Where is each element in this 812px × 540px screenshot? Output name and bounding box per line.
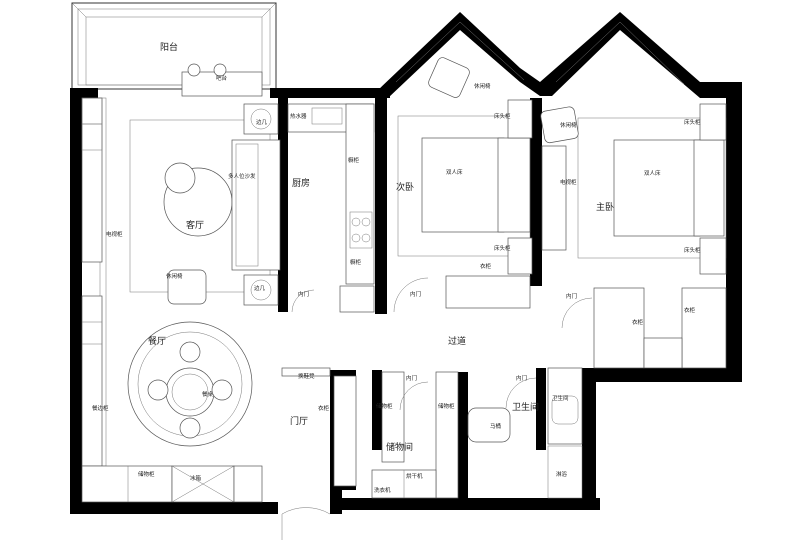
kitchen bbox=[287, 103, 375, 313]
label-nightstand-ma: 床头柜 bbox=[684, 118, 701, 126]
sideboard bbox=[81, 295, 103, 467]
label-washer: 洗衣机 bbox=[374, 486, 391, 494]
label-dining: 餐厅 bbox=[148, 335, 166, 347]
master-bedroom bbox=[540, 103, 727, 369]
label-foyer: 门厅 bbox=[290, 415, 308, 427]
label-kitchen: 厨房 bbox=[292, 177, 310, 189]
dining-area bbox=[127, 321, 253, 447]
label-double-bed-2: 双人床 bbox=[446, 168, 463, 176]
label-toilet: 马桶 bbox=[490, 422, 502, 430]
sofa bbox=[231, 139, 281, 271]
storage-cabinet bbox=[81, 465, 173, 503]
label-master: 主卧 bbox=[596, 201, 614, 213]
label-storage-right: 储物柜 bbox=[438, 402, 455, 410]
label-wardrobe-m2: 衣柜 bbox=[684, 306, 696, 314]
label-side-table-bottom: 边几 bbox=[254, 284, 266, 292]
label-door-bathroom: 内门 bbox=[516, 374, 527, 382]
label-double-bed-master: 双人床 bbox=[644, 169, 661, 177]
label-door-bedroom2: 内门 bbox=[410, 290, 421, 298]
foyer-area bbox=[281, 367, 459, 540]
bathroom bbox=[467, 367, 583, 499]
bay-windows bbox=[378, 12, 742, 98]
label-nightstand-2a: 床头柜 bbox=[494, 112, 511, 120]
label-bedroom2: 次卧 bbox=[396, 181, 414, 193]
lounge-chair bbox=[167, 269, 207, 305]
label-sofa: 多人位沙发 bbox=[228, 172, 256, 180]
label-shoe-bench: 换鞋凳 bbox=[298, 372, 315, 380]
label-nightstand-2b: 床头柜 bbox=[494, 244, 511, 252]
tv-cabinet bbox=[81, 97, 103, 263]
label-dining-table: 餐桌 bbox=[202, 390, 214, 398]
bar-counter bbox=[181, 63, 263, 97]
label-door-kitchen: 内门 bbox=[298, 290, 309, 298]
label-wardrobe-m1: 衣柜 bbox=[632, 318, 644, 326]
label-bar-counter: 吧台 bbox=[216, 74, 228, 82]
label-water-heater: 热水器 bbox=[290, 112, 307, 120]
label-tv-cabinet-m: 电视柜 bbox=[560, 178, 577, 186]
walls bbox=[70, 82, 742, 514]
label-corridor: 过道 bbox=[448, 335, 466, 347]
label-coat-cabinet: 衣柜 bbox=[318, 404, 330, 412]
label-armchair-2: 休闲椅 bbox=[474, 82, 491, 90]
balcony-area bbox=[71, 2, 277, 90]
side-table-top bbox=[243, 103, 279, 135]
label-living: 客厅 bbox=[186, 219, 204, 231]
label-fridge: 冰箱 bbox=[190, 474, 202, 482]
label-storage: 储物间 bbox=[386, 441, 413, 453]
label-wardrobe-2: 衣柜 bbox=[480, 262, 492, 270]
label-dryer: 烘干机 bbox=[406, 472, 423, 480]
bedroom2 bbox=[393, 57, 533, 313]
label-door-storage: 内门 bbox=[406, 374, 417, 382]
label-nightstand-mb: 床头柜 bbox=[684, 246, 701, 254]
label-tv-cabinet: 电视柜 bbox=[106, 230, 123, 238]
label-lounge-chair: 休闲椅 bbox=[166, 272, 183, 280]
label-basin: 卫生间 bbox=[552, 394, 569, 402]
label-shower: 淋浴 bbox=[556, 470, 568, 478]
living-room bbox=[129, 119, 271, 293]
fridge bbox=[171, 465, 235, 503]
label-storage-left: 储物柜 bbox=[376, 402, 393, 410]
label-door-master: 内门 bbox=[566, 292, 577, 300]
label-armchair-m: 休闲椅 bbox=[560, 121, 577, 129]
label-kitchen-cabinet-bottom: 橱柜 bbox=[350, 258, 362, 266]
label-bathroom: 卫生间 bbox=[512, 401, 539, 413]
label-kitchen-cabinet-top: 橱柜 bbox=[348, 156, 360, 164]
label-side-table-top: 边几 bbox=[256, 118, 268, 126]
label-balcony: 阳台 bbox=[160, 41, 178, 53]
foyer-cabinet-left bbox=[233, 465, 263, 503]
side-table-bottom bbox=[243, 274, 279, 306]
label-storage-cabinet: 储物柜 bbox=[138, 470, 155, 478]
label-sideboard: 餐边柜 bbox=[92, 404, 109, 412]
